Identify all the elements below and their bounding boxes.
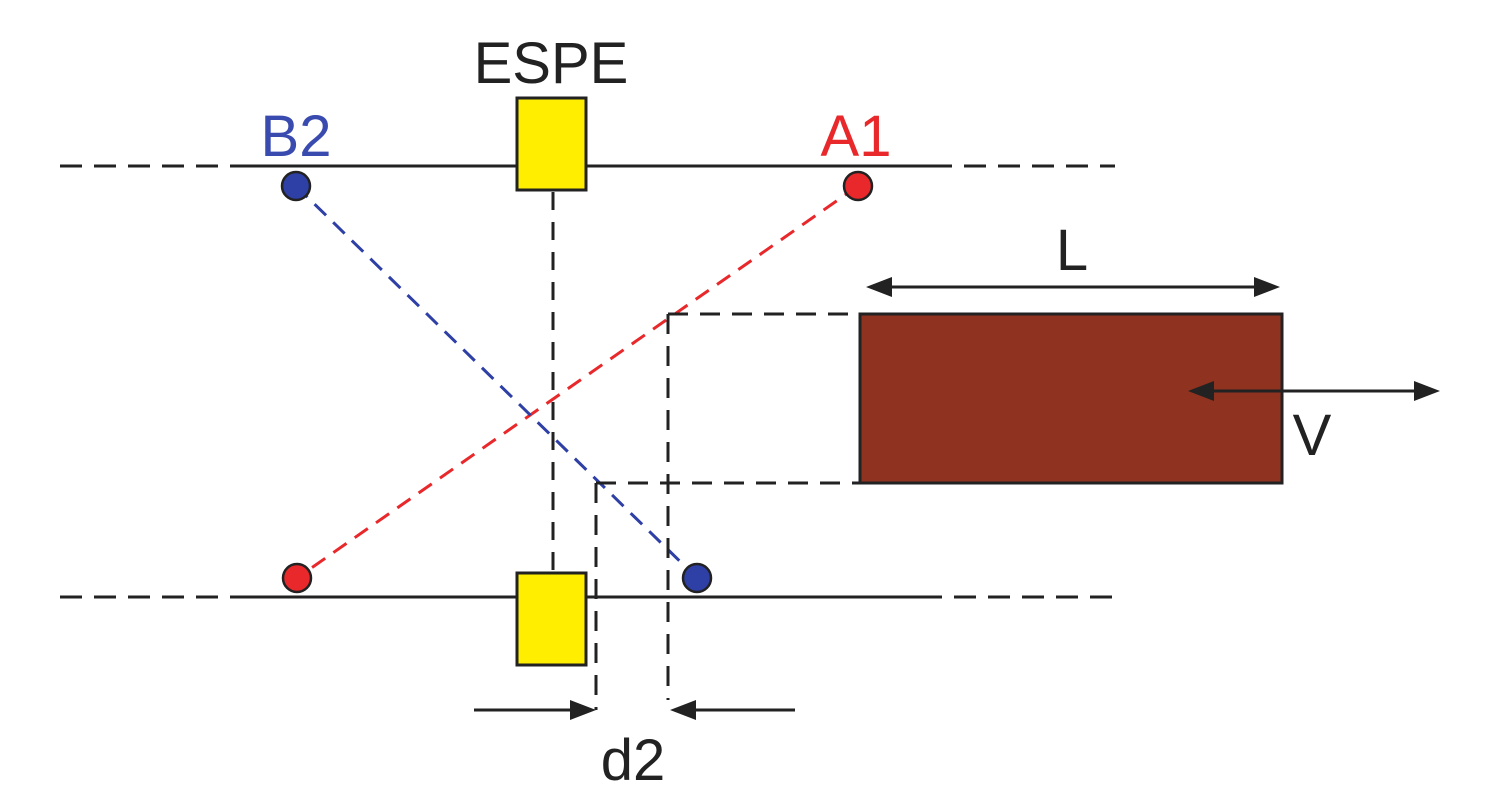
red-dot-bottom — [281, 562, 313, 594]
espe-sensor-top — [515, 96, 588, 192]
b2-dot-top — [280, 170, 312, 202]
beam-red — [296, 184, 859, 580]
b2-label: B2 — [261, 104, 332, 169]
a1-label: A1 — [821, 104, 892, 169]
beam-blue — [294, 184, 699, 580]
length-label: L — [1056, 218, 1088, 283]
distance-label: d2 — [601, 728, 666, 793]
distance-arrows — [474, 700, 795, 720]
a1-dot-top — [842, 170, 874, 202]
length-arrow — [866, 277, 1280, 297]
moving-object — [858, 312, 1284, 485]
velocity-arrow — [1188, 381, 1440, 401]
espe-sensor-bottom — [515, 571, 588, 667]
espe-label: ESPE — [474, 31, 629, 96]
velocity-label: V — [1293, 403, 1332, 468]
blue-dot-bottom — [681, 562, 713, 594]
object-projection-lines — [594, 312, 860, 710]
